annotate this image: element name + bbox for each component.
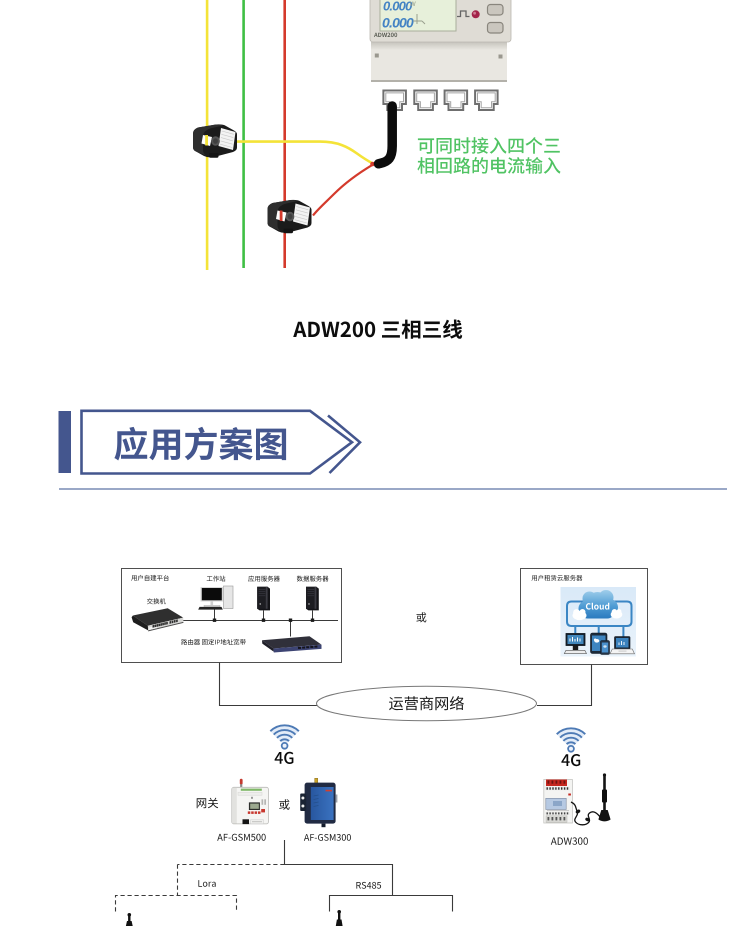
svg-text:0.000: 0.000 [382,15,414,31]
svg-text:0.000: 0.000 [383,0,413,14]
svg-text:W: W [410,2,416,8]
